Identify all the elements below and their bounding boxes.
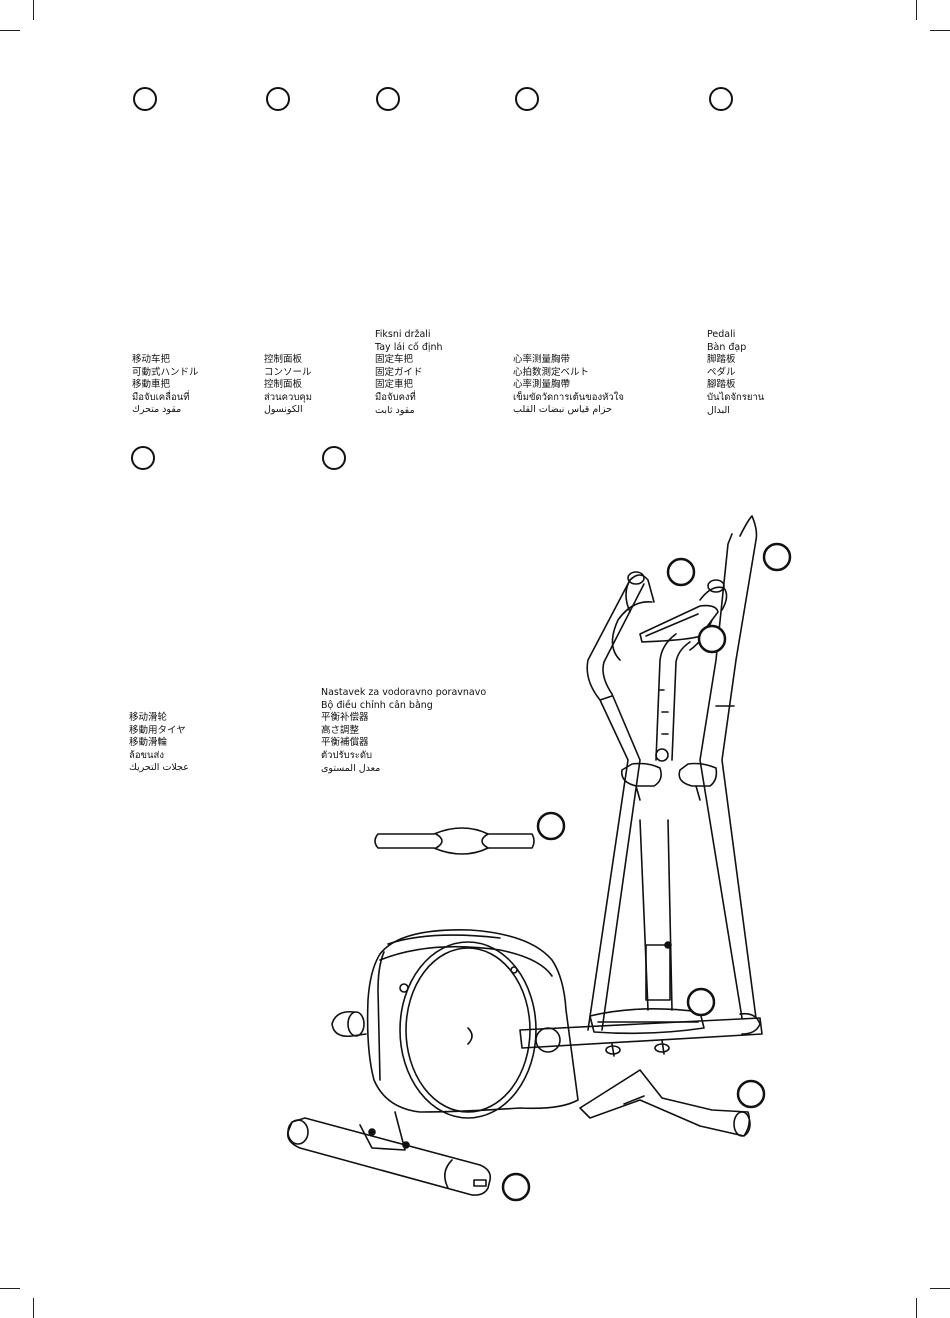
callout-fixed-handlebar — [376, 87, 400, 111]
leveller-labels: Nastavek za vodoravno poravnavo Bộ điều … — [321, 687, 486, 775]
label-line: عجلات التحريك — [129, 762, 189, 774]
pedals-labels: Pedali Bàn đạp 脚踏板 ペダル 腳踏板 บันไดจักรยาน … — [707, 329, 764, 417]
label-line: مقود ثابت — [375, 404, 415, 416]
crop-mark — [916, 0, 917, 20]
label-line: 腳踏板 — [707, 379, 736, 391]
callout-transport-wheels — [131, 446, 155, 470]
label-line: 平衡補償器 — [321, 737, 369, 749]
console-labels: 控制面板 コンソール 控制面板 ส่วนควบคุม الكونسول — [264, 354, 312, 417]
callout-leveller — [322, 446, 346, 470]
label-line: 固定ガイド — [375, 366, 423, 378]
label-line: مقود متحرك — [132, 404, 182, 416]
heart-rate-belt-labels: 心率测量胸带 心拍数測定ベルト 心率測量胸帶 เข็มขัดวัดการเต้น… — [513, 354, 624, 417]
crop-mark — [33, 1298, 34, 1318]
fixed-handlebar-labels: Fiksni držali Tay lái cố định 固定车把 固定ガイド… — [375, 329, 443, 417]
label-line: มือจับเคลื่อนที่ — [132, 391, 190, 403]
callout-marker — [501, 1172, 531, 1202]
callout-console — [266, 87, 290, 111]
label-line: Nastavek za vodoravno poravnavo — [321, 687, 487, 698]
callout-marker — [762, 542, 792, 572]
front-stabilizer — [286, 1111, 492, 1196]
label-line: Tay lái cố định — [375, 341, 443, 353]
label-line: มือจับคงที่ — [375, 391, 416, 403]
main-frame — [519, 819, 763, 1137]
label-line: 移動用タイヤ — [129, 724, 186, 736]
label-line: 移動車把 — [132, 379, 171, 391]
label-line: 移動滑輪 — [129, 737, 168, 749]
label-line: 心率测量胸带 — [513, 354, 571, 365]
callout-marker — [536, 811, 566, 841]
label-line: 平衡补偿器 — [321, 712, 369, 724]
label-line: 移动车把 — [132, 354, 171, 365]
label-line: Fiksni držali — [375, 329, 431, 340]
flywheel-housing — [331, 929, 579, 1119]
label-line: 控制面板 — [264, 379, 303, 391]
callout-marker — [686, 987, 716, 1017]
crop-mark — [33, 0, 34, 20]
callout-heart-rate-belt — [515, 87, 539, 111]
moving-handlebar-labels: 移动车把 可動式ハンドル 移動車把 มือจับเคลื่อนที่ مقود … — [132, 354, 199, 417]
crop-mark — [930, 30, 950, 31]
transport-wheels-labels: 移动滑轮 移動用タイヤ 移動滑輪 ล้อขนส่ง عجلات التحريك — [129, 712, 189, 775]
label-line: 固定车把 — [375, 354, 414, 366]
crop-mark — [930, 1288, 950, 1289]
callout-moving-handlebar — [133, 87, 157, 111]
label-line: เข็มขัดวัดการเต้นของหัวใจ — [513, 391, 624, 403]
label-line: 可動式ハンドル — [132, 366, 199, 378]
label-line: ส่วนควบคุม — [264, 391, 312, 403]
label-line: ล้อขนส่ง — [129, 749, 164, 761]
label-line: Bộ điều chỉnh cân bằng — [321, 699, 433, 711]
console-assembly — [611, 571, 728, 762]
label-line: معدل المستوى — [321, 762, 381, 774]
label-line: บันไดจักรยาน — [707, 391, 765, 403]
label-line: 控制面板 — [264, 354, 303, 365]
callout-marker — [697, 624, 727, 654]
moving-handlebars — [586, 515, 758, 1031]
label-line: حزام قياس نبضات القلب — [513, 404, 612, 416]
label-line: Pedali — [707, 329, 736, 340]
callout-pedals — [709, 87, 733, 111]
callout-marker — [736, 1079, 766, 1109]
label-line: ตัวปรับระดับ — [321, 749, 373, 761]
label-line: 移动滑轮 — [129, 712, 168, 723]
label-line: الكونسول — [264, 404, 303, 416]
label-line: ペダル — [707, 366, 736, 378]
label-line: Bàn đạp — [707, 341, 747, 353]
callout-marker — [666, 557, 696, 587]
label-line: 心率測量胸帶 — [513, 379, 571, 391]
label-line: 脚踏板 — [707, 354, 736, 366]
label-line: 心拍数測定ベルト — [513, 366, 590, 378]
label-line: البدال — [707, 404, 730, 416]
crop-mark — [0, 1288, 20, 1289]
label-line: コンソール — [264, 366, 312, 378]
heart-rate-belt-illustration — [374, 827, 535, 855]
label-line: 固定車把 — [375, 379, 414, 391]
crop-mark — [916, 1298, 917, 1318]
crop-mark — [0, 30, 20, 31]
label-line: 高さ調整 — [321, 724, 360, 736]
